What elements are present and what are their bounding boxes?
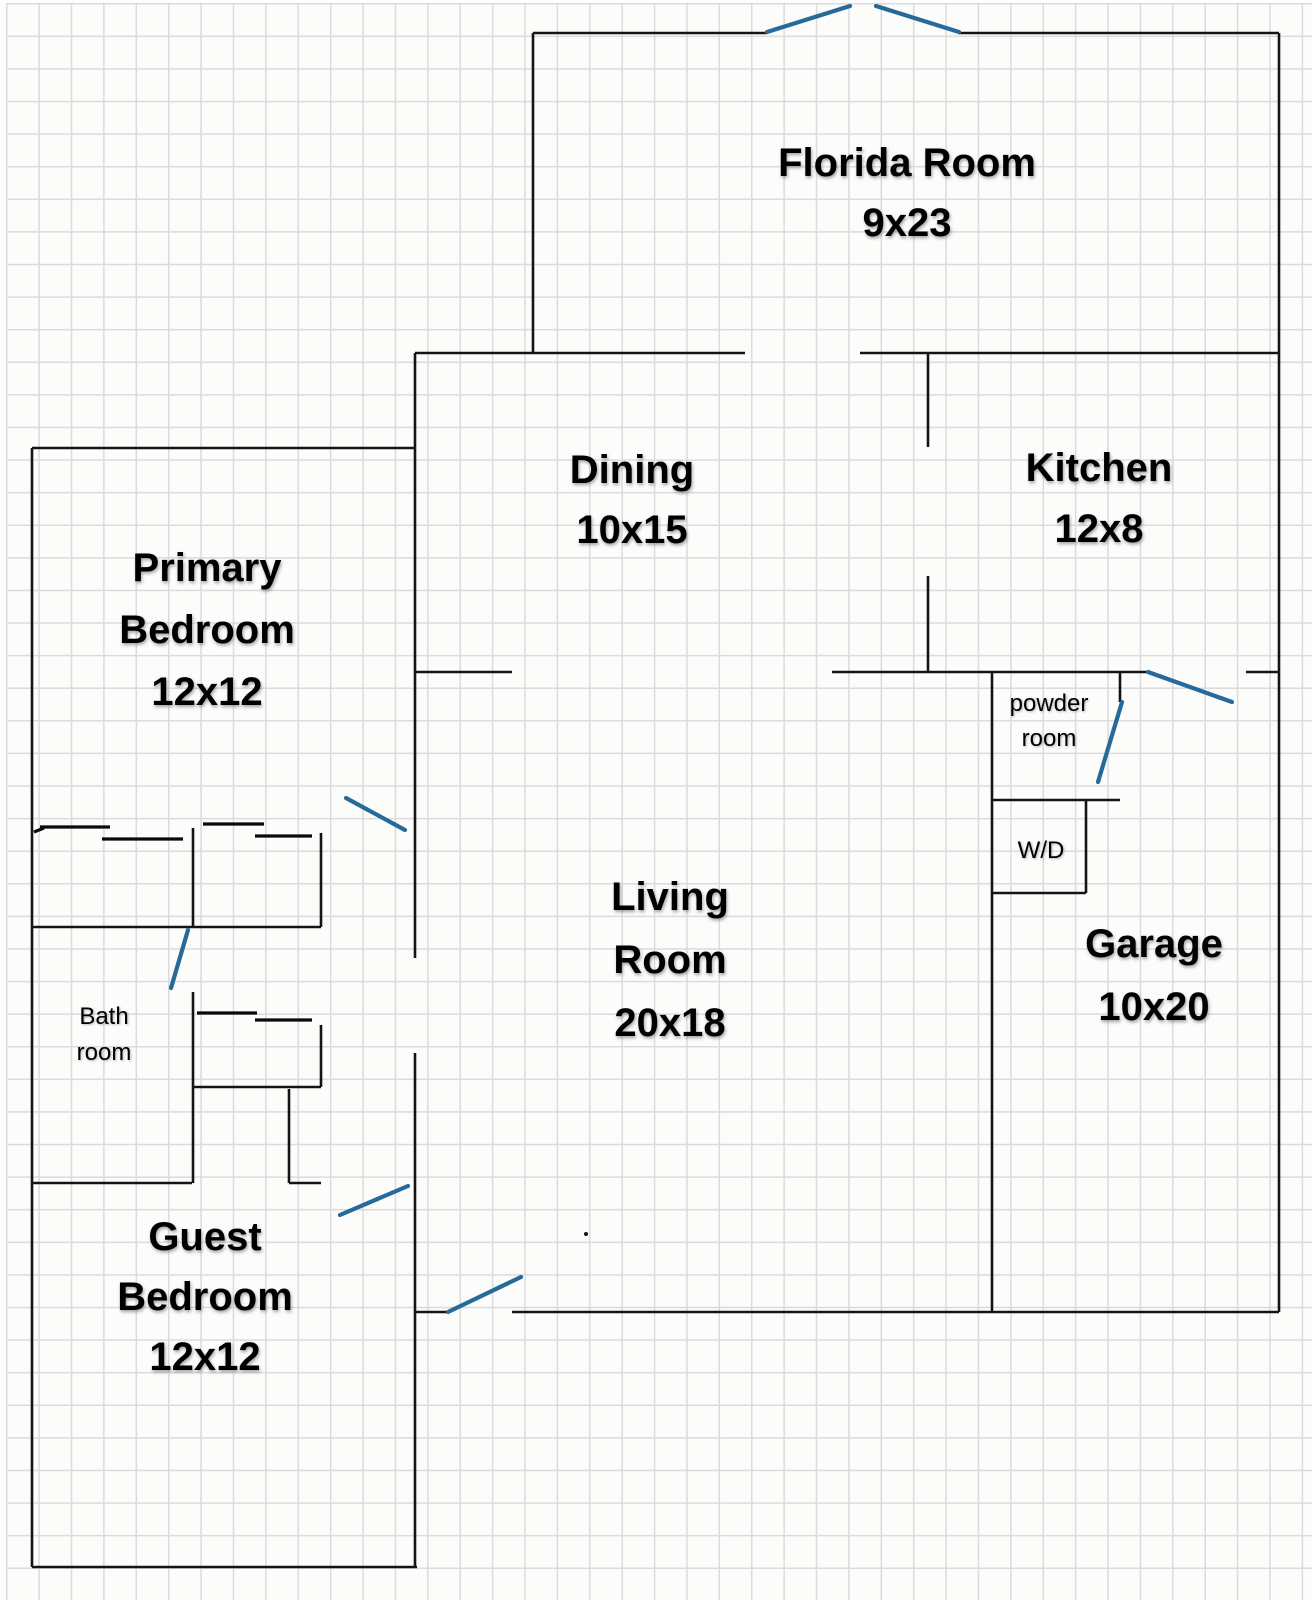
living-room-label-line-1: Living	[611, 875, 729, 919]
bathroom-label-line-1: Bath	[79, 1003, 129, 1030]
garage-entry-door	[1145, 669, 1235, 705]
kitchen-label-line-1: Kitchen	[1025, 446, 1173, 490]
stray-dot	[584, 1232, 588, 1236]
dining-label-line-2: 10x15	[576, 508, 688, 552]
guest-bedroom-label-line-2: Bedroom	[117, 1275, 293, 1319]
florida-door-left-leaf	[764, 3, 853, 35]
primary-bedroom-label-line-1: Primary	[132, 546, 282, 590]
left-margin	[0, 0, 6, 1600]
garage-label-line-2: 10x20	[1098, 985, 1210, 1029]
bathroom-door	[168, 927, 191, 991]
guest-bedroom-label-line-3: 12x12	[149, 1335, 261, 1379]
guest-bedroom-door	[337, 1183, 411, 1218]
top-margin	[0, 0, 1312, 3]
dining-label-line-1: Dining	[569, 448, 695, 492]
bathroom-label-line-2: room	[76, 1039, 132, 1066]
guest-bedroom-label-line-1: Guest	[148, 1215, 262, 1259]
closet-door-line	[33, 826, 45, 834]
living-room-label-line-2: Room	[613, 938, 727, 982]
front-entry-door	[445, 1274, 524, 1315]
florida-door-right-leaf	[873, 3, 962, 35]
powder-room-label-line-1: powder	[1009, 690, 1089, 717]
primary-bedroom-label-line-2: Bedroom	[119, 608, 295, 652]
powder-room-door	[1095, 699, 1125, 785]
primary-bedroom-label-line-3: 12x12	[151, 670, 263, 714]
kitchen-label-line-2: 12x8	[1054, 507, 1144, 551]
garage-label-line-1: Garage	[1085, 922, 1223, 966]
powder-room-label-line-2: room	[1021, 725, 1077, 752]
living-room-label-line-3: 20x18	[614, 1001, 726, 1045]
primary-bedroom-door	[343, 795, 408, 833]
florida-room-label-line-1: Florida Room	[778, 141, 1036, 185]
wd-closet-label-line-1: W/D	[1017, 837, 1065, 864]
florida-room-label-line-2: 9x23	[862, 201, 952, 245]
